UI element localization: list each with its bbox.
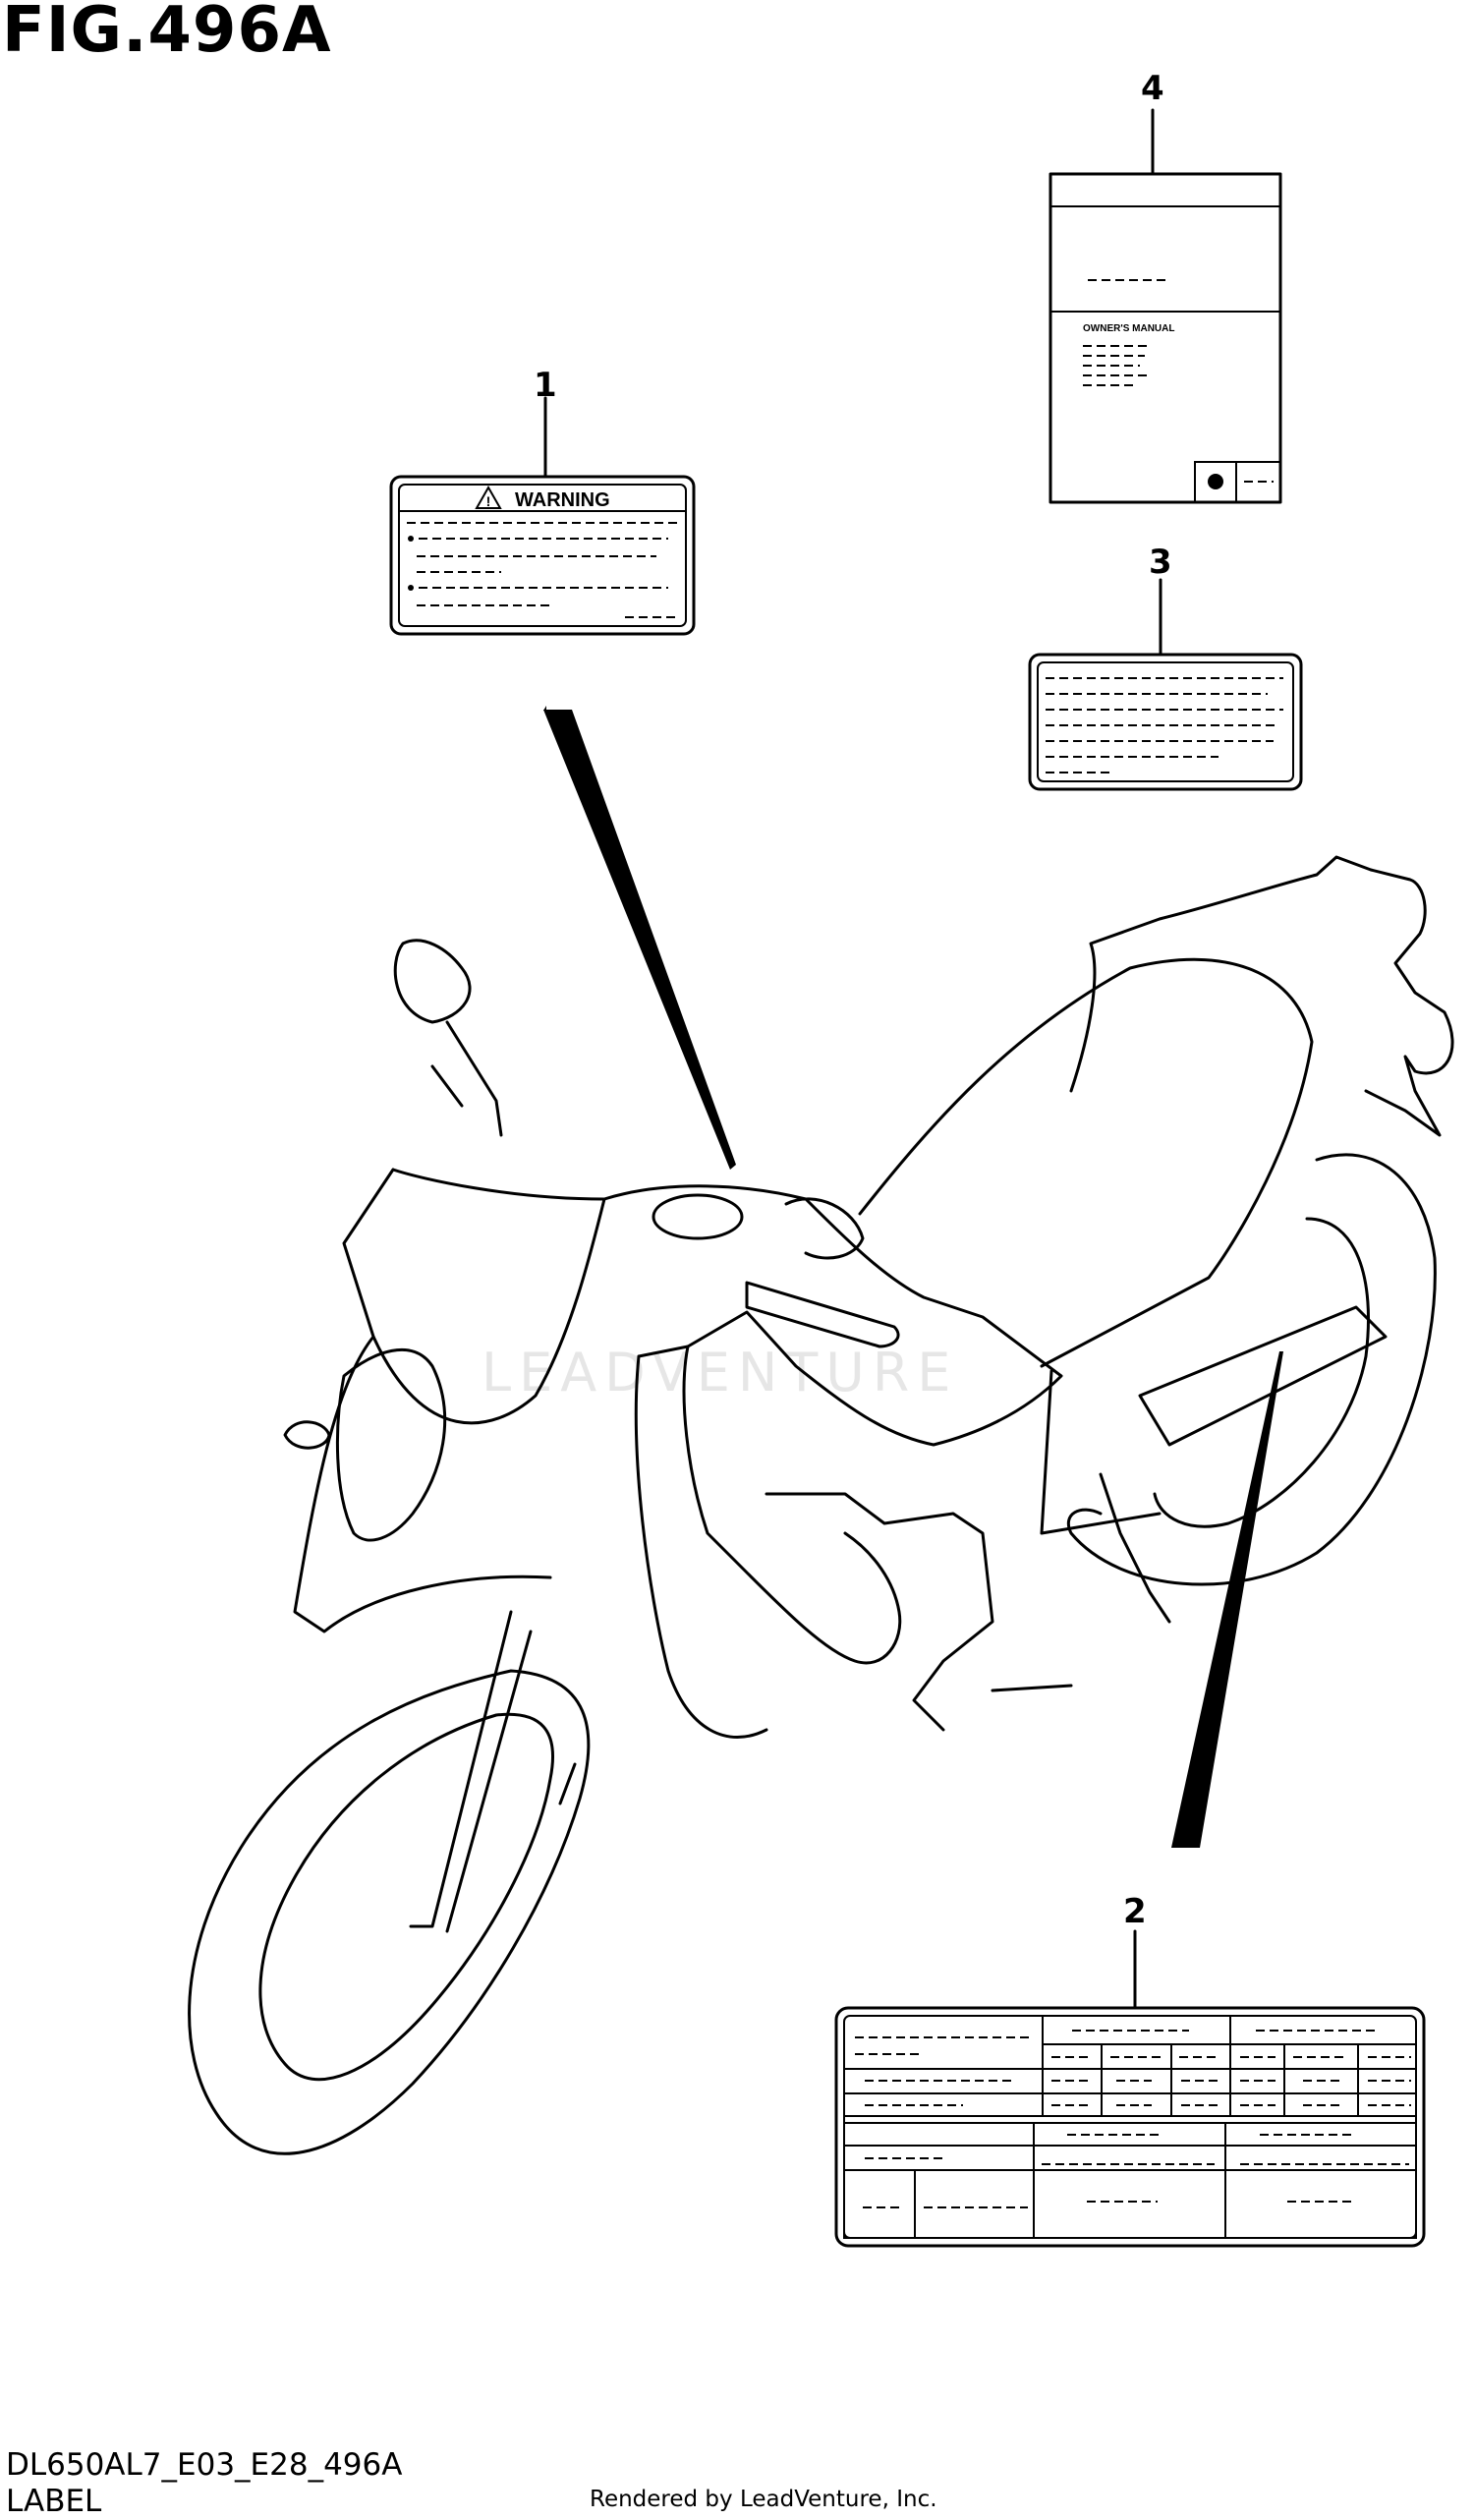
- warning-heading: WARNING: [515, 489, 610, 511]
- warning-label-part[interactable]: ! WARNING: [389, 396, 696, 636]
- rendered-by-credit: Rendered by LeadVenture, Inc.: [590, 2487, 937, 2512]
- warning-triangle-icon: [475, 485, 502, 509]
- watermark: LEADVENTURE: [482, 1342, 958, 1403]
- callout-1: 1: [534, 366, 557, 405]
- caution-label-part[interactable]: [1028, 578, 1303, 791]
- motorcycle-outline: [188, 855, 1454, 2155]
- manual-heading: OWNER'S MANUAL: [1083, 323, 1174, 334]
- svg-text:!: !: [486, 493, 491, 509]
- callout-2: 2: [1123, 1892, 1147, 1931]
- model-code: DL650AL7_E03_E28_496A: [6, 2447, 403, 2483]
- section-name: LABEL: [6, 2484, 102, 2519]
- callout-4: 4: [1141, 69, 1164, 108]
- leader-pointer-1: [543, 710, 736, 1170]
- brand-logo: [1208, 474, 1223, 489]
- information-label-part[interactable]: [834, 1929, 1426, 2248]
- figure-title: FIG.496A: [2, 0, 332, 67]
- callout-3: 3: [1149, 543, 1172, 582]
- leader-pointer-2: [1171, 1351, 1283, 1848]
- owners-manual-part[interactable]: OWNER'S MANUAL: [1049, 108, 1282, 504]
